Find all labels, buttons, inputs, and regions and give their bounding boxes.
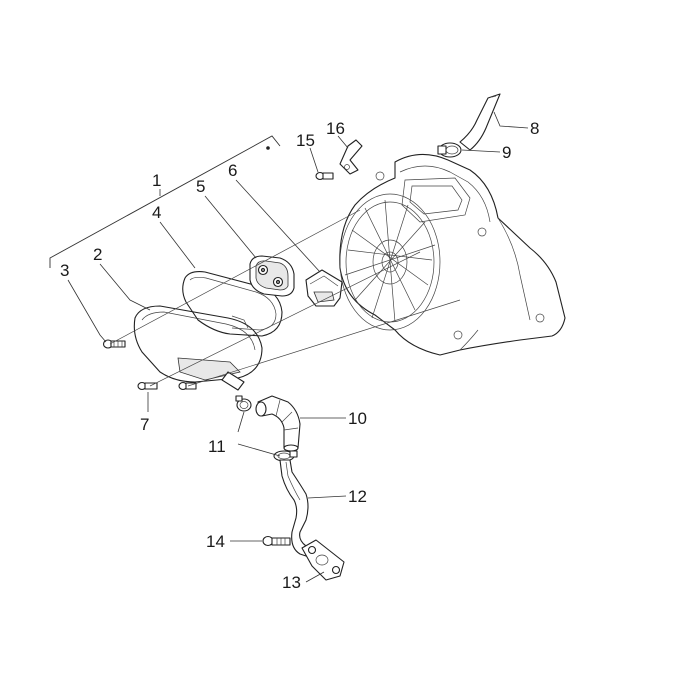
cover-plate-2 [133,305,263,391]
bolt-14 [262,535,291,547]
callout-15: 15 [296,131,315,150]
callout-6: 6 [228,161,237,180]
callout-1: 1 [152,171,161,190]
hose-clamp-11b [273,450,298,462]
callout-14: 14 [206,532,225,551]
hose-clamp-11a [235,395,252,412]
assembly-bracket-1 [49,135,281,268]
callout-3: 3 [60,261,69,280]
bracket-16 [339,139,363,175]
callout-16: 16 [326,119,345,138]
callout-5: 5 [196,177,205,196]
callout-7: 7 [140,415,149,434]
screw-15 [315,171,334,181]
callout-4: 4 [152,203,161,222]
screw-7a [137,381,158,391]
elbow-fitting-10 [255,395,301,452]
callout-9: 9 [502,143,511,162]
callout-10: 10 [348,409,367,428]
callout-11: 11 [208,437,226,456]
flange-gasket-13 [301,539,345,581]
hose-8 [459,93,501,151]
callout-12: 12 [348,487,367,506]
reed-valve-6 [305,269,343,307]
callout-13: 13 [282,573,301,592]
callout-8: 8 [530,119,539,138]
callout-labels: 1 2 3 4 5 6 7 8 9 10 11 12 13 14 15 16 [60,119,539,592]
fan-housing-cover [339,153,566,356]
screw-3 [102,339,126,349]
filter-element-5 [249,255,295,297]
callout-2: 2 [93,245,102,264]
leader-lines [67,111,529,583]
hose-clamp-9 [437,142,462,158]
screw-7b [178,381,197,391]
